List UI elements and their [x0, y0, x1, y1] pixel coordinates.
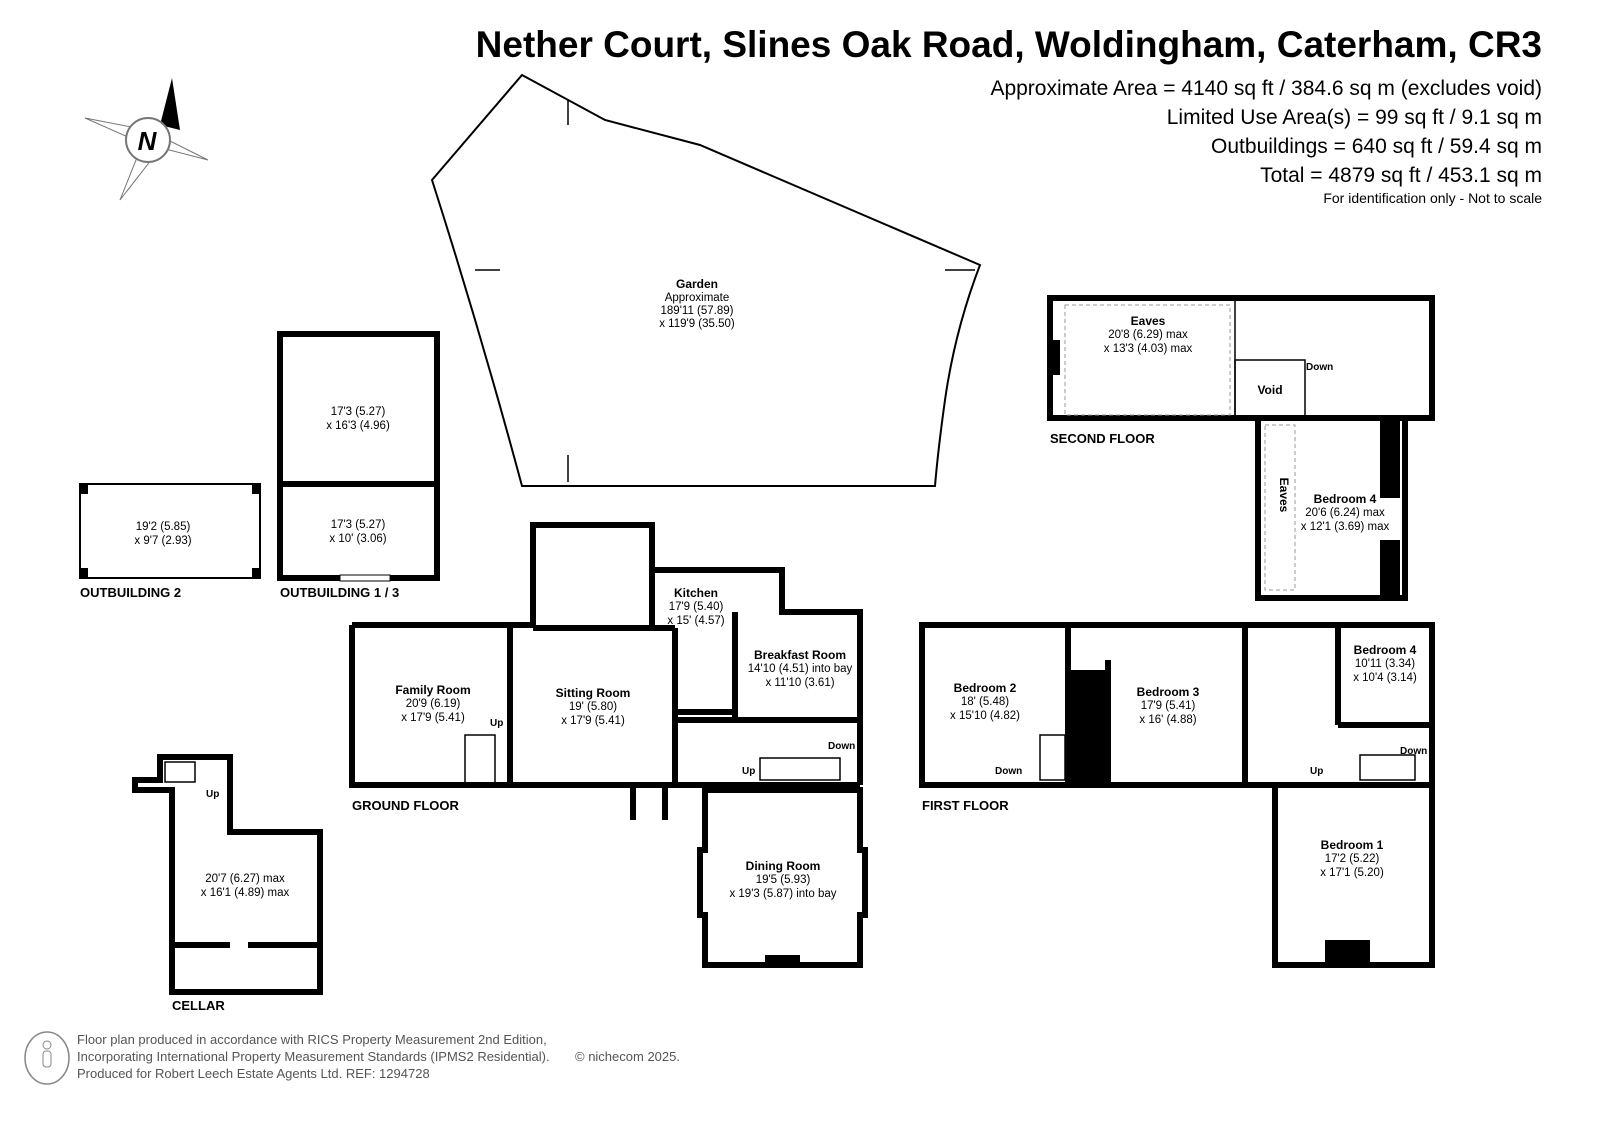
sitting-room-dim2: x 17'9 (5.41)	[561, 715, 625, 727]
bedroom-1-dim1: 17'2 (5.22)	[1325, 853, 1380, 865]
stairs-up-label: Up	[1310, 766, 1323, 777]
bedroom-4-label: Bedroom 4	[1314, 492, 1377, 506]
stairs-down-label: Down	[1306, 362, 1333, 373]
compass-icon: N	[84, 78, 209, 201]
family-room-dim1: 20'9 (6.19)	[406, 698, 461, 710]
bedroom-4-first-label: Bedroom 4	[1354, 643, 1417, 657]
compass-north-label: N	[138, 126, 158, 156]
bedroom-4-first-dim2: x 10'4 (3.14)	[1353, 672, 1417, 684]
bedroom-4-dim1: 20'6 (6.24) max	[1305, 507, 1385, 519]
ground-floor-label: GROUND FLOOR	[352, 798, 459, 813]
garden-dim2: x 119'9 (35.50)	[659, 318, 735, 330]
bedroom-2-dim1: 18' (5.48)	[961, 696, 1009, 708]
garden-label: Garden	[676, 277, 718, 291]
kitchen-dim1: 17'9 (5.40)	[669, 601, 724, 613]
first-floor: Bedroom 2 18' (5.48) x 15'10 (4.82) Bedr…	[919, 622, 1435, 968]
cellar-dim2: x 16'1 (4.89) max	[201, 887, 290, 899]
footer-copyright: © nichecom 2025.	[575, 1049, 680, 1064]
outbuilding-1-3-label: OUTBUILDING 1 / 3	[280, 585, 399, 600]
total-area: Total = 4879 sq ft / 453.1 sq m	[1260, 164, 1542, 187]
footer-line-1: Floor plan produced in accordance with R…	[77, 1032, 547, 1047]
dining-room-dim2: x 19'3 (5.87) into bay	[729, 888, 836, 900]
person-scale-icon	[24, 1031, 70, 1085]
breakfast-room-label: Breakfast Room	[754, 648, 846, 662]
ob2-dim2: x 9'7 (2.93)	[134, 535, 191, 547]
bedroom-4-first-dim1: 10'11 (3.34)	[1355, 658, 1415, 670]
footer: Floor plan produced in accordance with R…	[24, 1031, 680, 1085]
garden-sub: Approximate	[665, 292, 730, 304]
family-room-dim2: x 17'9 (5.41)	[401, 712, 465, 724]
dining-room-dim1: 19'5 (5.93)	[756, 874, 811, 886]
sitting-room-label: Sitting Room	[556, 686, 631, 700]
stairs-up-label: Up	[206, 789, 219, 800]
bedroom-4-dim2: x 12'1 (3.69) max	[1301, 521, 1390, 533]
bedroom-3-dim1: 17'9 (5.41)	[1141, 700, 1196, 712]
first-floor-label: FIRST FLOOR	[922, 798, 1009, 813]
stairs-up-label: Up	[742, 766, 755, 777]
bedroom-1-dim2: x 17'1 (5.20)	[1320, 867, 1384, 879]
approx-area: Approximate Area = 4140 sq ft / 384.6 sq…	[990, 77, 1542, 100]
breakfast-room-dim2: x 11'10 (3.61)	[765, 677, 834, 689]
eaves-label-2: Eaves	[1277, 478, 1291, 513]
footer-line-2: Incorporating International Property Mea…	[77, 1049, 550, 1064]
eaves-label: Eaves	[1131, 314, 1166, 328]
kitchen-label: Kitchen	[674, 586, 718, 600]
bedroom-2-label: Bedroom 2	[954, 681, 1017, 695]
eaves-dim1: 20'8 (6.29) max	[1108, 329, 1188, 341]
ob3-dim1: 17'3 (5.27)	[331, 519, 386, 531]
scale-note: For identification only - Not to scale	[1323, 190, 1542, 206]
ob3-dim2: x 10' (3.06)	[329, 533, 386, 545]
breakfast-room-dim1: 14'10 (4.51) into bay	[748, 663, 853, 675]
cellar: 20'7 (6.27) max x 16'1 (4.89) max Up CEL…	[132, 754, 323, 1013]
kitchen-dim2: x 15' (4.57)	[667, 615, 724, 627]
stairs-up-label: Up	[490, 718, 503, 729]
property-title: Nether Court, Slines Oak Road, Woldingha…	[476, 24, 1542, 65]
stairs-down-label: Down	[995, 766, 1022, 777]
outbuilding-2-label: OUTBUILDING 2	[80, 585, 181, 600]
ob1-dim2: x 16'3 (4.96)	[326, 420, 390, 432]
outbuilding-2: 19'2 (5.85) x 9'7 (2.93) OUTBUILDING 2	[79, 483, 261, 600]
sitting-room-dim1: 19' (5.80)	[569, 701, 617, 713]
ground-floor: Family Room 20'9 (6.19) x 17'9 (5.41) Si…	[349, 522, 868, 968]
garden-dim1: 189'11 (57.89)	[661, 305, 734, 317]
bedroom-1-label: Bedroom 1	[1321, 838, 1384, 852]
ob2-dim1: 19'2 (5.85)	[136, 521, 191, 533]
family-room-label: Family Room	[395, 683, 470, 697]
second-floor: Eaves 20'8 (6.29) max x 13'3 (4.03) max …	[1047, 295, 1435, 601]
cellar-dim1: 20'7 (6.27) max	[205, 873, 285, 885]
eaves-dim2: x 13'3 (4.03) max	[1104, 343, 1193, 355]
stairs-down-label: Down	[1400, 746, 1427, 757]
outbuildings-area: Outbuildings = 640 sq ft / 59.4 sq m	[1211, 135, 1542, 158]
second-floor-label: SECOND FLOOR	[1050, 431, 1155, 446]
garden: Garden Approximate 189'11 (57.89) x 119'…	[430, 73, 982, 487]
stairs-down-label: Down	[828, 741, 855, 752]
bedroom-3-label: Bedroom 3	[1137, 685, 1200, 699]
void-label: Void	[1257, 383, 1282, 397]
bedroom-2-dim2: x 15'10 (4.82)	[950, 710, 1020, 722]
ob1-dim1: 17'3 (5.27)	[331, 406, 386, 418]
outbuilding-1-3: 17'3 (5.27) x 16'3 (4.96) 17'3 (5.27) x …	[277, 331, 440, 600]
cellar-label: CELLAR	[172, 998, 225, 1013]
footer-line-3: Produced for Robert Leech Estate Agents …	[77, 1066, 430, 1081]
limited-use-area: Limited Use Area(s) = 99 sq ft / 9.1 sq …	[1167, 106, 1542, 129]
bedroom-3-dim2: x 16' (4.88)	[1139, 714, 1196, 726]
dining-room-label: Dining Room	[746, 859, 821, 873]
